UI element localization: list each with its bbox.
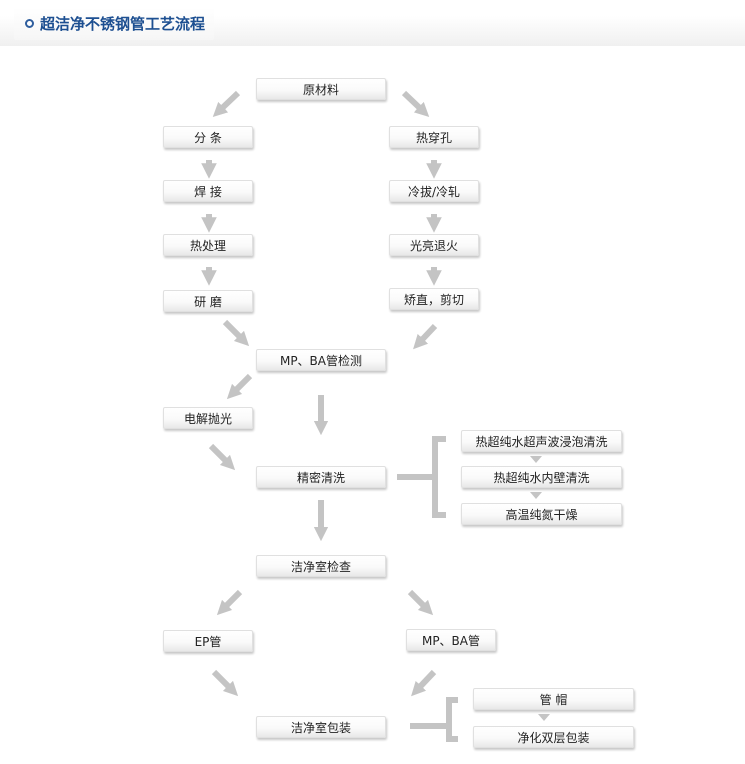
arrow-cleanroom-to-ep [216,589,243,616]
arrow-clean-step1-to-2 [530,456,542,463]
header-tab [14,8,214,40]
node-straighten-cut: 矫直，剪切 [389,288,479,310]
node-cleaning-step-1: 热超纯水超声波浸泡清洗 [461,430,622,452]
node-raw-material: 原材料 [256,78,386,100]
node-precision-cleaning: 精密清洗 [256,466,386,488]
node-mp-ba-inspection: MP、BA管检测 [256,349,386,371]
arrow-clean-step2-to-3 [530,492,542,499]
node-packaging-step-1: 管 帽 [473,688,634,710]
arrow-cleanroom-to-mpba [407,589,434,616]
node-ep-tube: EP管 [163,630,253,652]
node-cold-drawing: 冷拔/冷轧 [389,180,479,202]
arrow-straighten-to-inspection [413,323,438,350]
title-bullet-icon [25,19,34,28]
node-slitting: 分 条 [163,126,253,148]
node-cleanroom-inspection: 洁净室检查 [256,555,386,577]
node-welding: 焊 接 [163,180,253,202]
node-bright-annealing: 光亮退火 [389,234,479,256]
bracket-cleaning-steps [397,436,446,518]
node-heat-treatment: 热处理 [163,234,253,256]
node-electropolish: 电解抛光 [163,407,253,429]
header-bar: 超洁净不锈钢管工艺流程 [0,0,745,46]
bracket-packaging-steps [410,697,458,742]
arrow-raw-to-slitting [212,90,241,117]
node-hot-piercing: 热穿孔 [389,126,479,148]
node-cleaning-step-3: 高温纯氮干燥 [461,503,622,525]
node-mp-ba-tube: MP、BA管 [406,629,496,651]
page-title: 超洁净不锈钢管工艺流程 [40,15,206,33]
node-packaging-step-2: 净化双层包装 [473,726,634,748]
arrow-inspection-to-electropolish [226,373,253,400]
node-cleanroom-packaging: 洁净室包装 [256,716,386,738]
arrow-grinding-to-inspection [222,319,250,347]
node-grinding: 研 磨 [163,290,253,312]
arrow-ep-to-packaging [211,669,239,697]
node-cleaning-step-2: 热超纯水内壁清洗 [461,466,622,488]
arrow-mpba-to-packaging [411,669,437,697]
arrow-electropolish-to-cleaning [208,443,236,471]
arrow-raw-to-piercing [401,90,430,117]
arrow-pack-step1-to-2 [538,714,550,721]
